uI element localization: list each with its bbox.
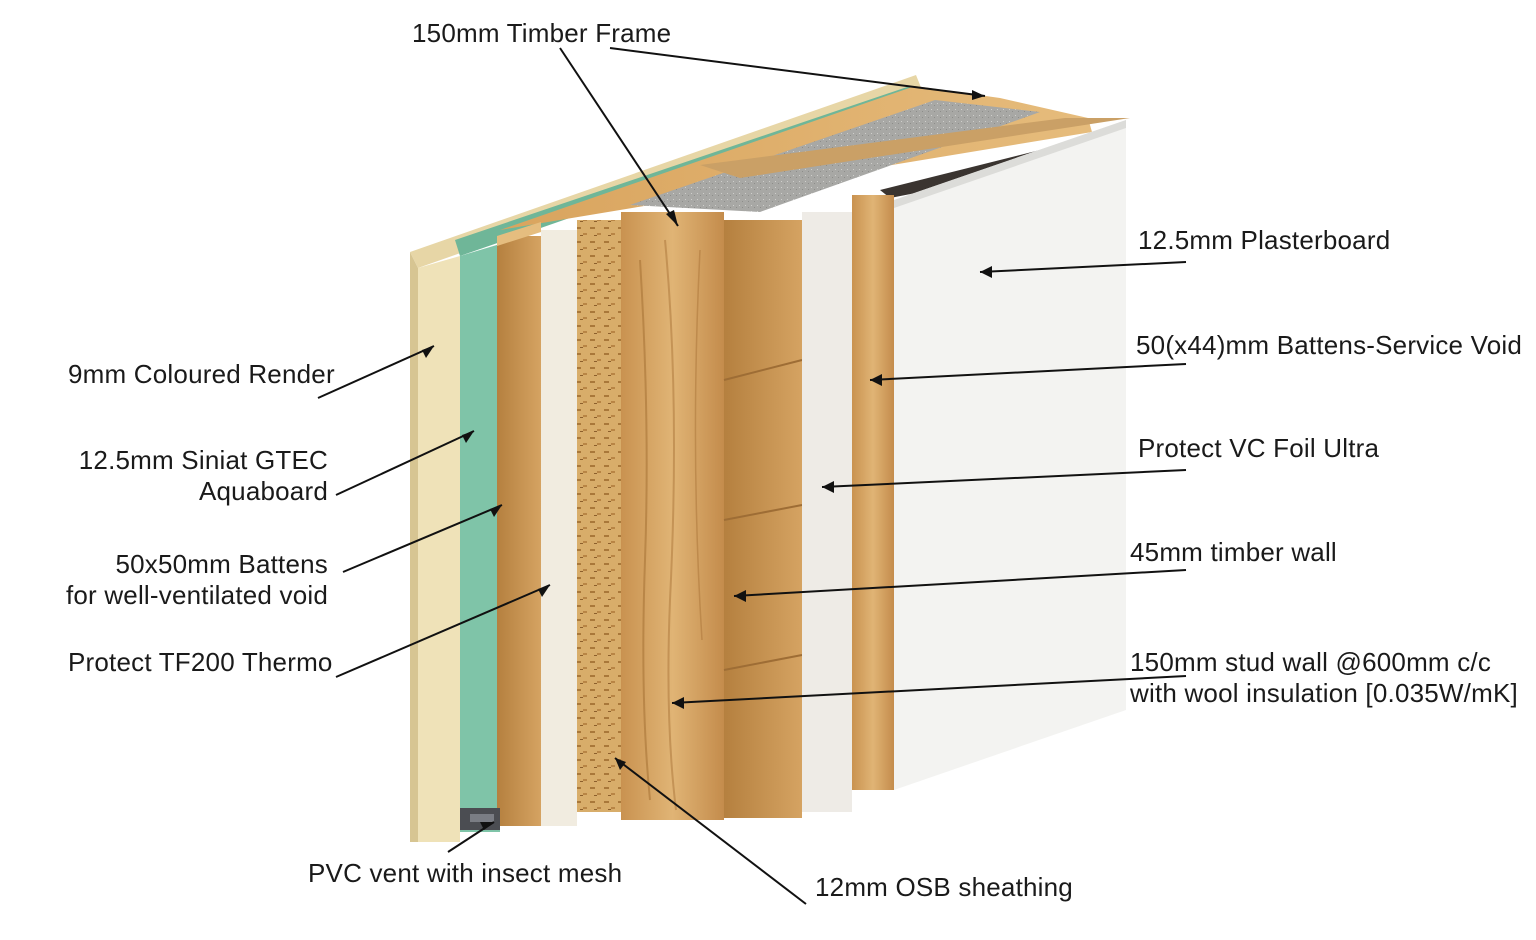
label-vent-battens: 50x50mm Battens for well-ventilated void [66, 549, 328, 611]
main-stud [621, 212, 724, 820]
label-aquaboard: 12.5mm Siniat GTEC Aquaboard [79, 445, 328, 507]
label-render: 9mm Coloured Render [68, 359, 335, 389]
service-batten [852, 195, 894, 790]
tf200-layer [541, 230, 577, 826]
plasterboard-layer [894, 120, 1126, 790]
timber-wall [723, 220, 803, 818]
label-stud-wall: 150mm stud wall @600mm c/c with wool ins… [1130, 647, 1518, 709]
label-pvc-vent: PVC vent with insect mesh [308, 858, 623, 888]
label-stud-wall-line1: 150mm stud wall @600mm c/c [1130, 647, 1492, 677]
label-vc-foil: Protect VC Foil Ultra [1138, 433, 1380, 463]
label-aquaboard-line2: Aquaboard [198, 476, 328, 506]
label-vent-battens-line1: 50x50mm Battens [115, 549, 328, 579]
label-vent-battens-line2: for well-ventilated void [65, 580, 328, 610]
frame-top [500, 86, 1130, 230]
label-aquaboard-line1: 12.5mm Siniat GTEC [78, 445, 328, 475]
label-timber-frame: 150mm Timber Frame [412, 18, 672, 48]
vent-batten [497, 236, 541, 826]
pvc-vent [460, 808, 500, 830]
label-tf200: Protect TF200 Thermo [68, 647, 333, 677]
vc-foil-layer [802, 212, 852, 812]
label-plasterboard: 12.5mm Plasterboard [1138, 225, 1391, 255]
label-timber-wall: 45mm timber wall [1130, 537, 1337, 567]
label-stud-wall-line2: with wool insulation [0.035W/mK] [1130, 678, 1518, 708]
leader-arrowheads [422, 90, 992, 830]
label-osb: 12mm OSB sheathing [815, 872, 1073, 902]
leader-lines [317, 47, 1187, 905]
osb-layer [577, 220, 621, 812]
label-battens-service-void: 50(x44)mm Battens-Service Void [1136, 330, 1523, 360]
